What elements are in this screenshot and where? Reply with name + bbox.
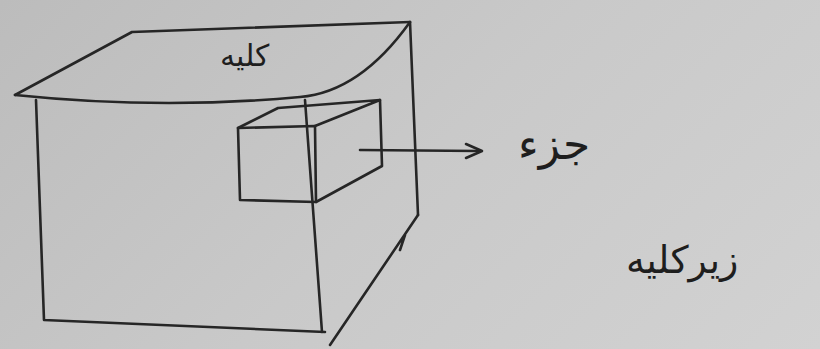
cube-back-edge	[410, 22, 418, 215]
cube-front-top	[15, 22, 410, 103]
cube-top-edge	[15, 22, 410, 95]
cube-node: کلیه	[15, 20, 420, 340]
cube-right-face	[330, 215, 418, 345]
inner-box-front	[238, 126, 316, 202]
part-label: جزء	[518, 118, 590, 169]
inner-box-top	[238, 100, 380, 128]
cube-front-edge	[305, 100, 322, 332]
cube-front-face	[36, 100, 325, 332]
cube-label: کلیه	[220, 38, 269, 73]
note-label: زیرکلیه	[626, 238, 738, 282]
leader-arrowhead	[466, 144, 482, 158]
leader-line	[360, 150, 478, 151]
